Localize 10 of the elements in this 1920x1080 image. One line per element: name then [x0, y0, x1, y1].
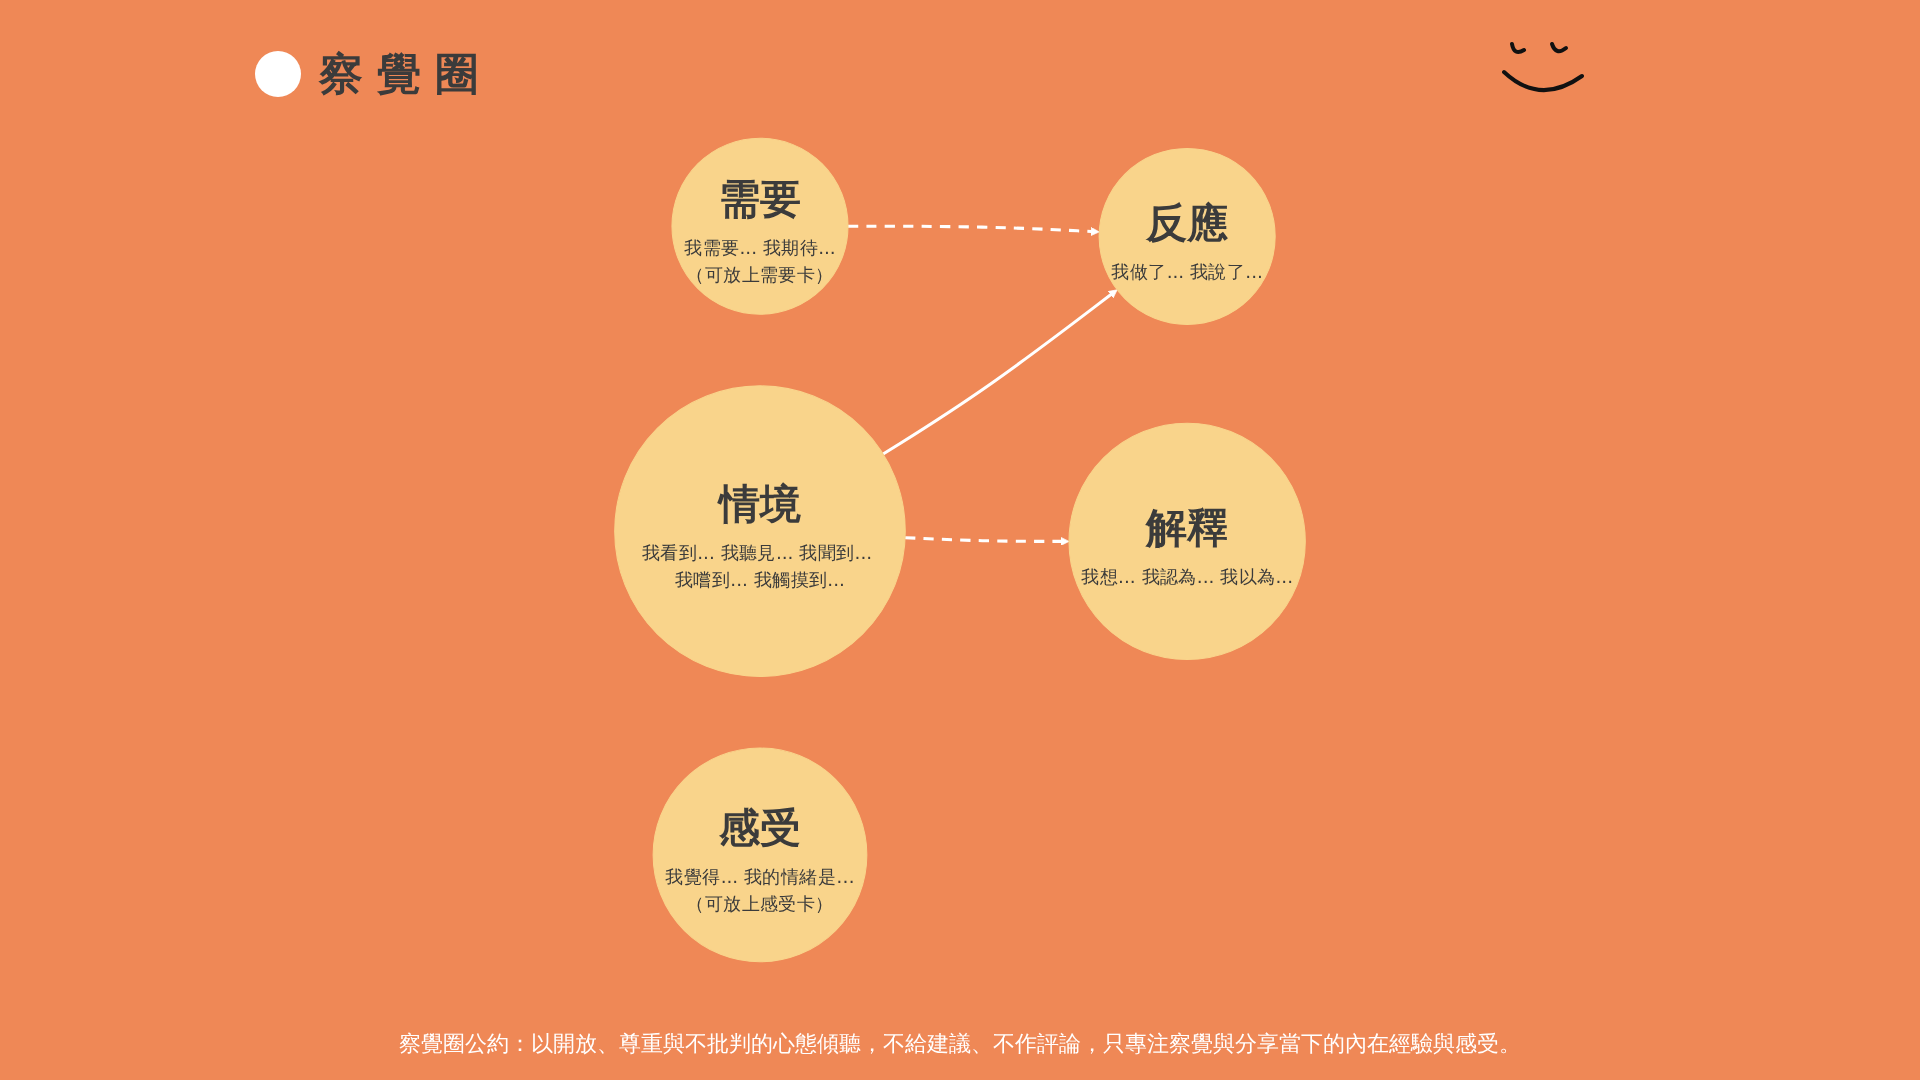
node-circle: 需要 我需要... 我期待... （可放上需要卡） — [671, 137, 849, 315]
node-circle: 反應 我做了... 我說了... — [1098, 147, 1276, 325]
node-circle: 情境 我看到... 我聽見... 我聞到... 我嚐到... 我觸摸到... — [614, 385, 906, 677]
node-circle: 解釋 我想... 我認為... 我以為... — [1068, 422, 1306, 661]
arrow — [905, 536, 1070, 546]
arrow — [848, 224, 1100, 237]
node-circle: 感受 我覺得... 我的情緒是… （可放上感受卡） — [652, 747, 868, 963]
arrow — [882, 289, 1118, 456]
caption-text: 察覺圈公約：以開放、尊重與不批判的心態傾聽，不給建議、不作評論，只專注察覺與分享當下的內在經驗與感受。 — [399, 1030, 1521, 1058]
diagram-title: 察覺圈 — [319, 48, 493, 101]
